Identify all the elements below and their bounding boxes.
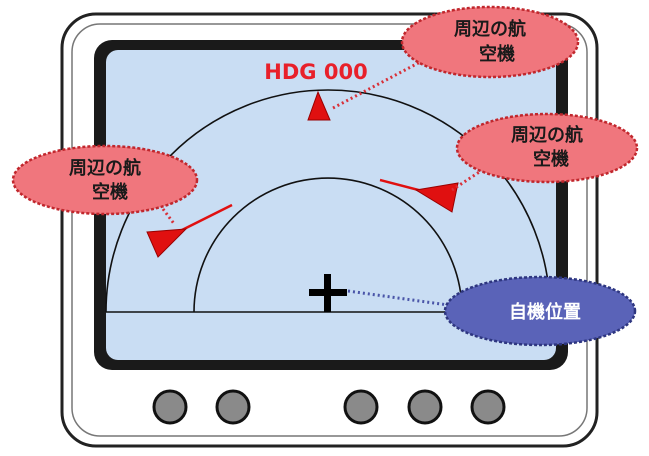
own-position-cross-icon xyxy=(309,274,347,312)
hardware-button-5[interactable] xyxy=(470,389,506,425)
hardware-button-3[interactable] xyxy=(343,389,379,425)
callout-right xyxy=(455,112,639,184)
callout-right-line2: 空機 xyxy=(533,148,569,170)
aircraft-triangle-top-icon xyxy=(307,90,331,121)
aircraft-left-icon xyxy=(146,203,233,258)
leader-top-right xyxy=(332,58,425,110)
hardware-button-2[interactable] xyxy=(215,389,251,425)
inner-range-arc xyxy=(193,177,463,313)
leader-own-position xyxy=(347,289,449,307)
display-bezel-inner-edge xyxy=(71,23,588,437)
callout-right-line1: 周辺の航 xyxy=(511,124,583,146)
leader-left xyxy=(158,204,177,226)
screen xyxy=(106,50,556,360)
callout-top-right-line1: 周辺の航 xyxy=(454,18,526,40)
callout-own-position xyxy=(443,275,637,347)
hardware-button-1[interactable] xyxy=(152,389,188,425)
callout-top-right xyxy=(400,5,580,79)
callout-top-right-line2: 空機 xyxy=(479,43,515,65)
callout-left-line1: 周辺の航 xyxy=(69,157,141,179)
heading-readout: HDG 000 xyxy=(264,60,367,84)
callout-left-line2: 空機 xyxy=(92,181,128,203)
aircraft-right-icon xyxy=(379,178,459,213)
callout-own-position-label: 自機位置 xyxy=(509,301,581,323)
callout-left xyxy=(11,144,199,216)
hardware-button-4[interactable] xyxy=(407,389,443,425)
